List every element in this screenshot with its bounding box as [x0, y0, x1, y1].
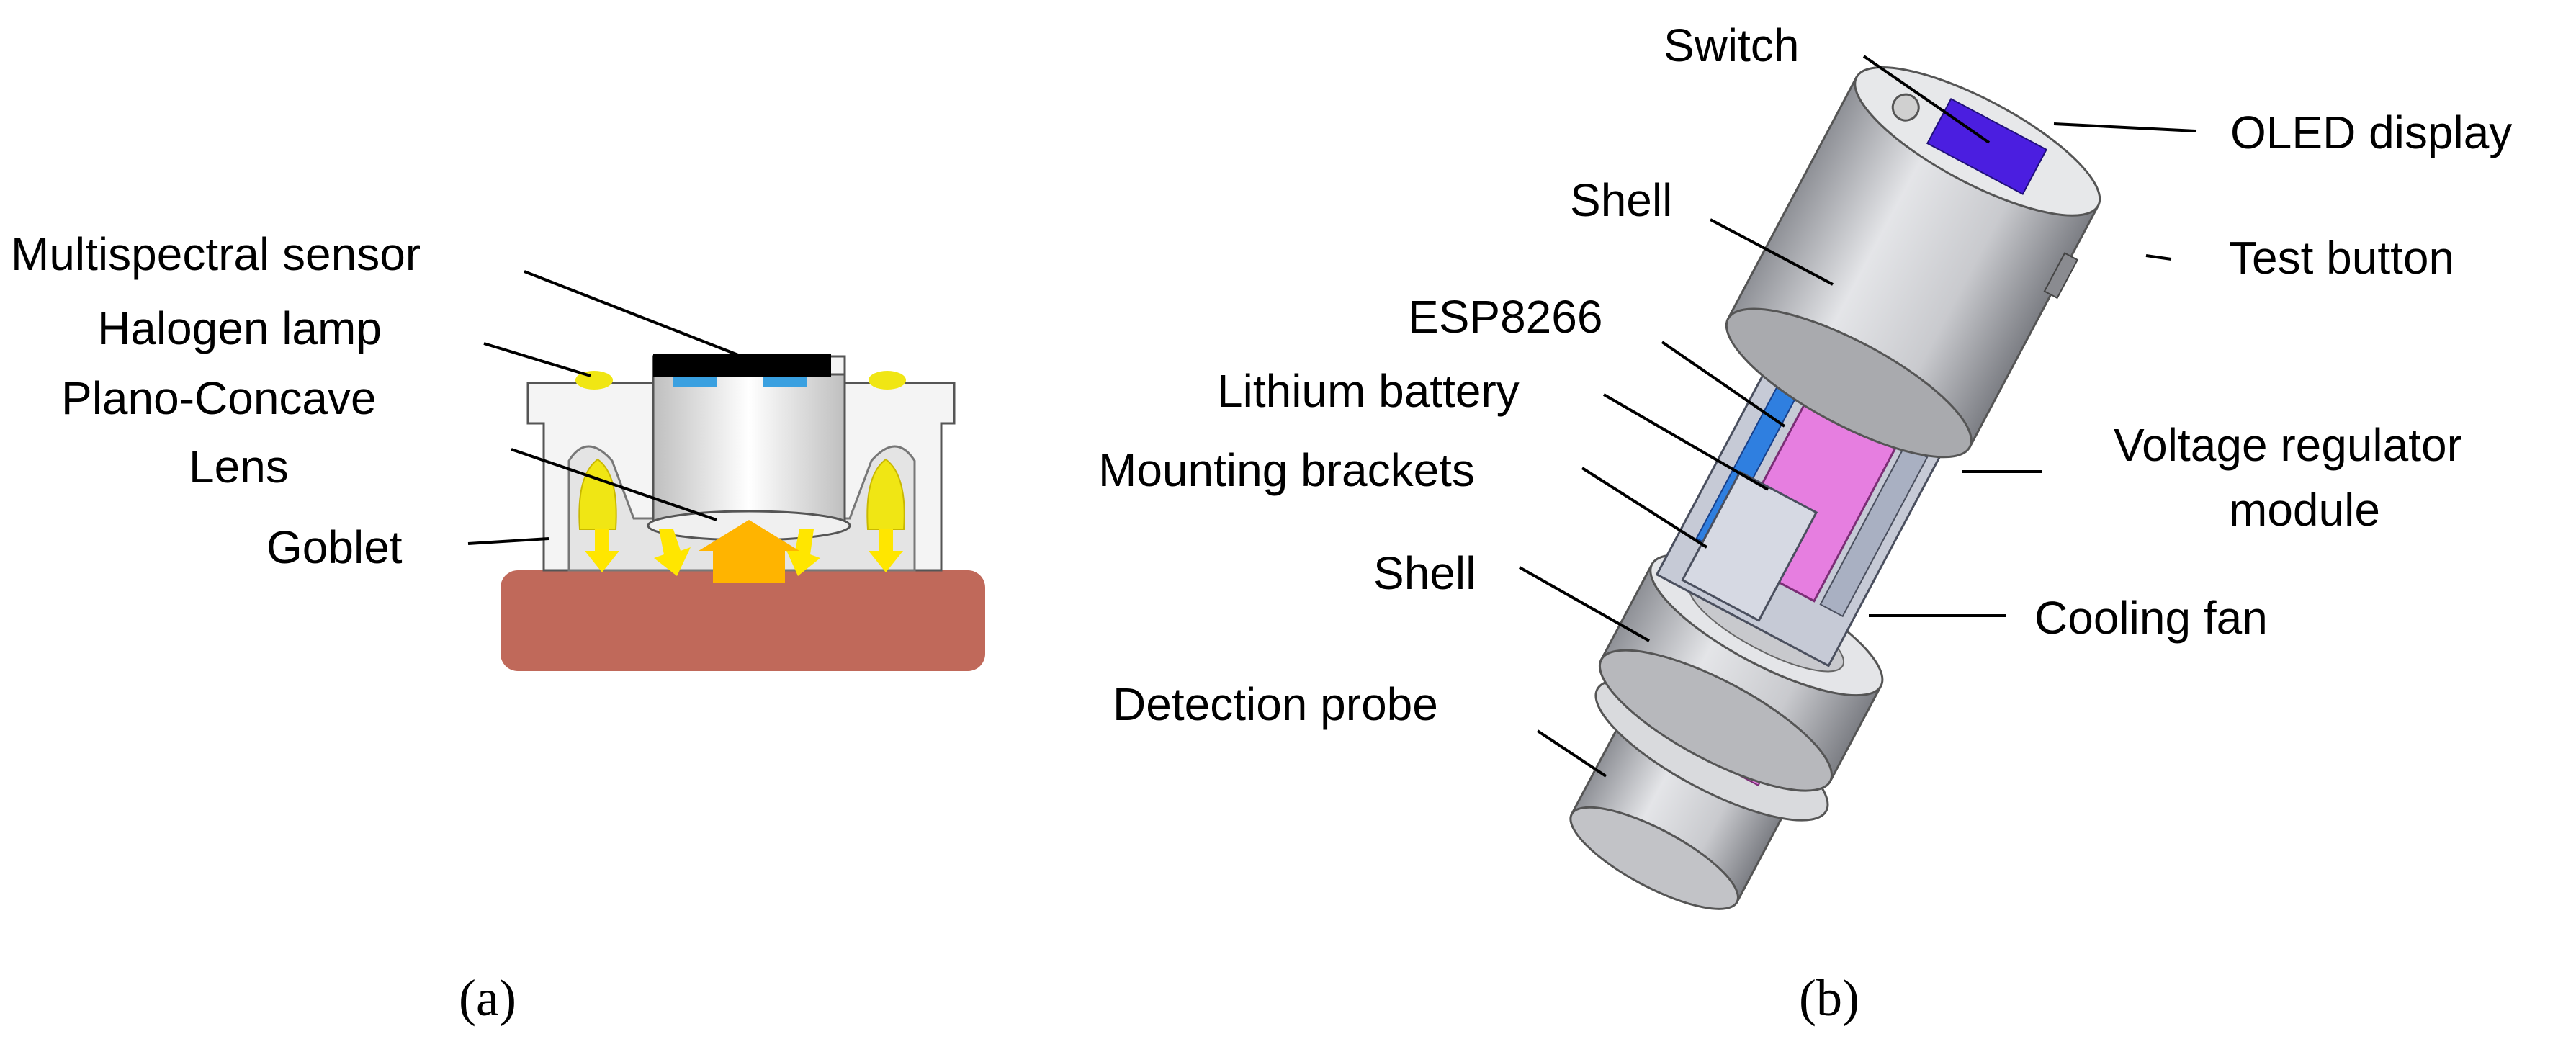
- label-goblet: Goblet: [266, 521, 403, 573]
- leader-shell-bottom: [1519, 566, 1650, 642]
- switch-knob: [1891, 93, 1920, 122]
- label-halogen-lamp: Halogen lamp: [97, 302, 382, 354]
- label-shell-bottom: Shell: [1373, 547, 1476, 599]
- sensor-window-left: [673, 377, 717, 387]
- label-mounting-brackets: Mounting brackets: [1098, 444, 1475, 496]
- leader-oled-display: [2053, 122, 2197, 132]
- mounting-bracket-plate: [1681, 470, 1818, 622]
- leader-plano-concave-lens: [511, 448, 717, 521]
- label-multispectral-sensor: Multispectral sensor: [11, 228, 421, 280]
- label-voltage-regulator-line1: Voltage regulator: [2114, 419, 2462, 471]
- caption-b: (b): [1799, 969, 1859, 1027]
- oled-screen: [1926, 97, 2047, 195]
- light-arrow-1: [585, 529, 619, 572]
- light-arrow-3: [785, 529, 820, 576]
- light-arrow-2: [654, 529, 691, 576]
- leader-detection-probe: [1536, 729, 1607, 778]
- label-esp8266: ESP8266: [1408, 291, 1602, 343]
- panel-a: Multispectral sensor Halogen lamp Plano-…: [11, 228, 985, 1027]
- label-oled-display: OLED display: [2230, 107, 2512, 158]
- caption-a: (a): [459, 969, 516, 1027]
- label-voltage-regulator-line2: module: [2229, 484, 2380, 536]
- halogen-lamp-right: [866, 458, 905, 530]
- label-plano-concave-line1: Plano-Concave: [61, 372, 377, 424]
- leader-goblet: [467, 537, 549, 545]
- leader-test-button: [2145, 254, 2172, 261]
- leader-esp8266: [1661, 341, 1786, 428]
- label-lithium-battery: Lithium battery: [1217, 365, 1520, 417]
- leader-shell-top: [1710, 218, 1834, 286]
- leader-multispectral-sensor: [524, 270, 742, 358]
- sample-block: [501, 570, 985, 671]
- label-test-button: Test button: [2229, 232, 2454, 284]
- leader-mounting-brackets: [1581, 467, 1708, 549]
- panel-b: Switch OLED display Shell Test button ES…: [1098, 19, 2512, 1027]
- sensor-window-right: [763, 377, 807, 387]
- test-button-knob: [2043, 252, 2079, 300]
- leader-switch: [1862, 55, 1991, 144]
- leader-lithium-battery: [1602, 393, 1769, 491]
- light-arrow-4: [869, 529, 903, 572]
- label-detection-probe: Detection probe: [1113, 678, 1438, 730]
- label-plano-concave-line2: Lens: [189, 441, 289, 492]
- goblet-cavity: [567, 445, 916, 572]
- reflected-light-arrow: [699, 520, 799, 583]
- label-shell-top: Shell: [1570, 174, 1672, 226]
- halogen-lamp-top-right: [869, 371, 906, 390]
- multispectral-sensor-chip: [653, 354, 831, 377]
- label-cooling-fan: Cooling fan: [2034, 592, 2268, 644]
- shell-top-part: [1725, 66, 2101, 459]
- label-switch: Switch: [1664, 19, 1800, 71]
- lens-barrel: [652, 373, 846, 527]
- leader-halogen-lamp: [483, 342, 591, 377]
